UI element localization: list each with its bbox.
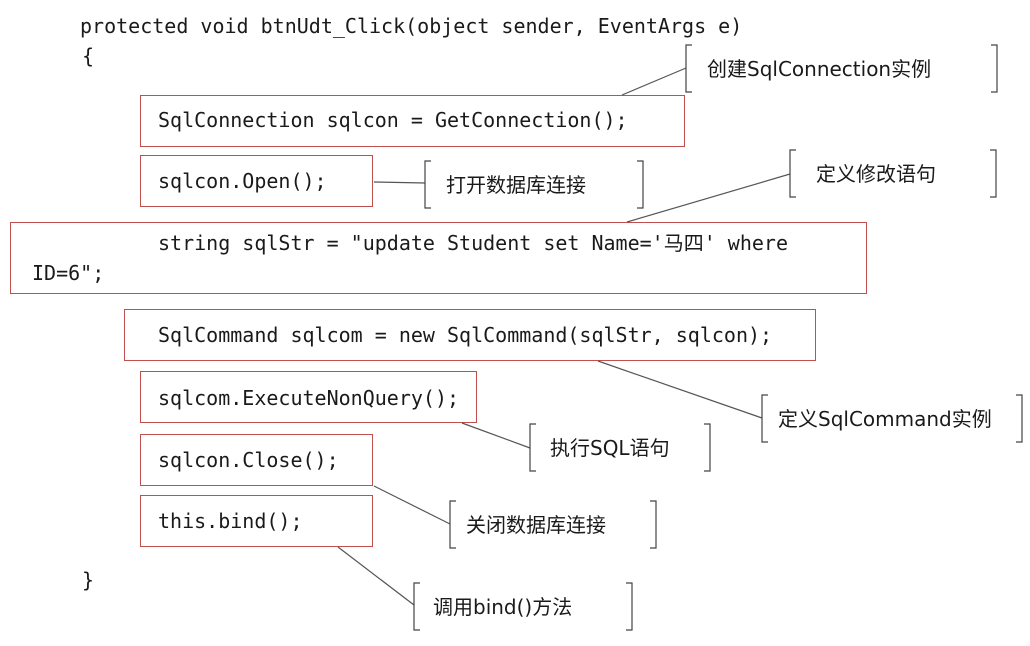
highlight-box-close <box>140 434 373 486</box>
leader-line-bind <box>337 546 415 606</box>
highlight-box-connection <box>140 95 685 147</box>
callout-execute-sql: 执行SQL语句 <box>550 436 670 460</box>
highlight-box-command <box>124 309 816 361</box>
bracket-open-connection-left <box>424 160 431 209</box>
close-brace: } <box>82 568 95 592</box>
bracket-create-connection-right <box>991 44 998 93</box>
bracket-define-command-left <box>761 394 768 443</box>
bracket-open-connection-right <box>637 160 644 209</box>
highlight-box-execute <box>140 371 477 423</box>
callout-close-connection: 关闭数据库连接 <box>466 513 606 537</box>
bracket-close-connection-right <box>650 500 657 549</box>
code-line-sqlstr-1: string sqlStr = "update Student set Name… <box>158 231 789 255</box>
callout-define-command: 定义SqlCommand实例 <box>778 407 992 431</box>
callout-call-bind: 调用bind()方法 <box>433 595 573 619</box>
code-line-command: SqlCommand sqlcom = new SqlCommand(sqlSt… <box>158 323 773 347</box>
bracket-define-command-right <box>1016 394 1023 443</box>
code-line-connection: SqlConnection sqlcon = GetConnection(); <box>158 108 628 132</box>
highlight-box-bind <box>140 495 373 547</box>
bracket-execute-sql-right <box>704 423 711 472</box>
bracket-execute-sql-left <box>529 423 536 472</box>
callout-create-connection: 创建SqlConnection实例 <box>707 57 932 81</box>
method-signature: protected void btnUdt_Click(object sende… <box>80 14 743 38</box>
bracket-create-connection-left <box>685 44 692 93</box>
bracket-define-update-right <box>990 149 997 198</box>
leader-line-command <box>597 360 763 419</box>
leader-line-execute <box>461 422 531 449</box>
code-line-bind: this.bind(); <box>158 509 303 533</box>
code-line-sqlstr-2: ID=6"; <box>32 261 105 285</box>
leader-line-connection <box>621 67 687 96</box>
callout-define-update: 定义修改语句 <box>816 162 936 186</box>
leader-line-open <box>373 181 426 184</box>
highlight-box-open <box>140 155 373 207</box>
bracket-close-connection-left <box>449 500 456 549</box>
bracket-call-bind-left <box>413 582 420 631</box>
code-line-open: sqlcon.Open(); <box>158 169 327 193</box>
code-line-close: sqlcon.Close(); <box>158 448 339 472</box>
callout-open-connection: 打开数据库连接 <box>446 173 586 197</box>
open-brace: { <box>82 44 95 68</box>
bracket-define-update-left <box>789 149 796 198</box>
leader-line-sqlstr <box>626 173 791 223</box>
highlight-box-sqlstr <box>10 222 867 294</box>
code-line-execute: sqlcom.ExecuteNonQuery(); <box>158 386 460 410</box>
leader-line-close <box>373 485 451 525</box>
bracket-call-bind-right <box>626 582 633 631</box>
